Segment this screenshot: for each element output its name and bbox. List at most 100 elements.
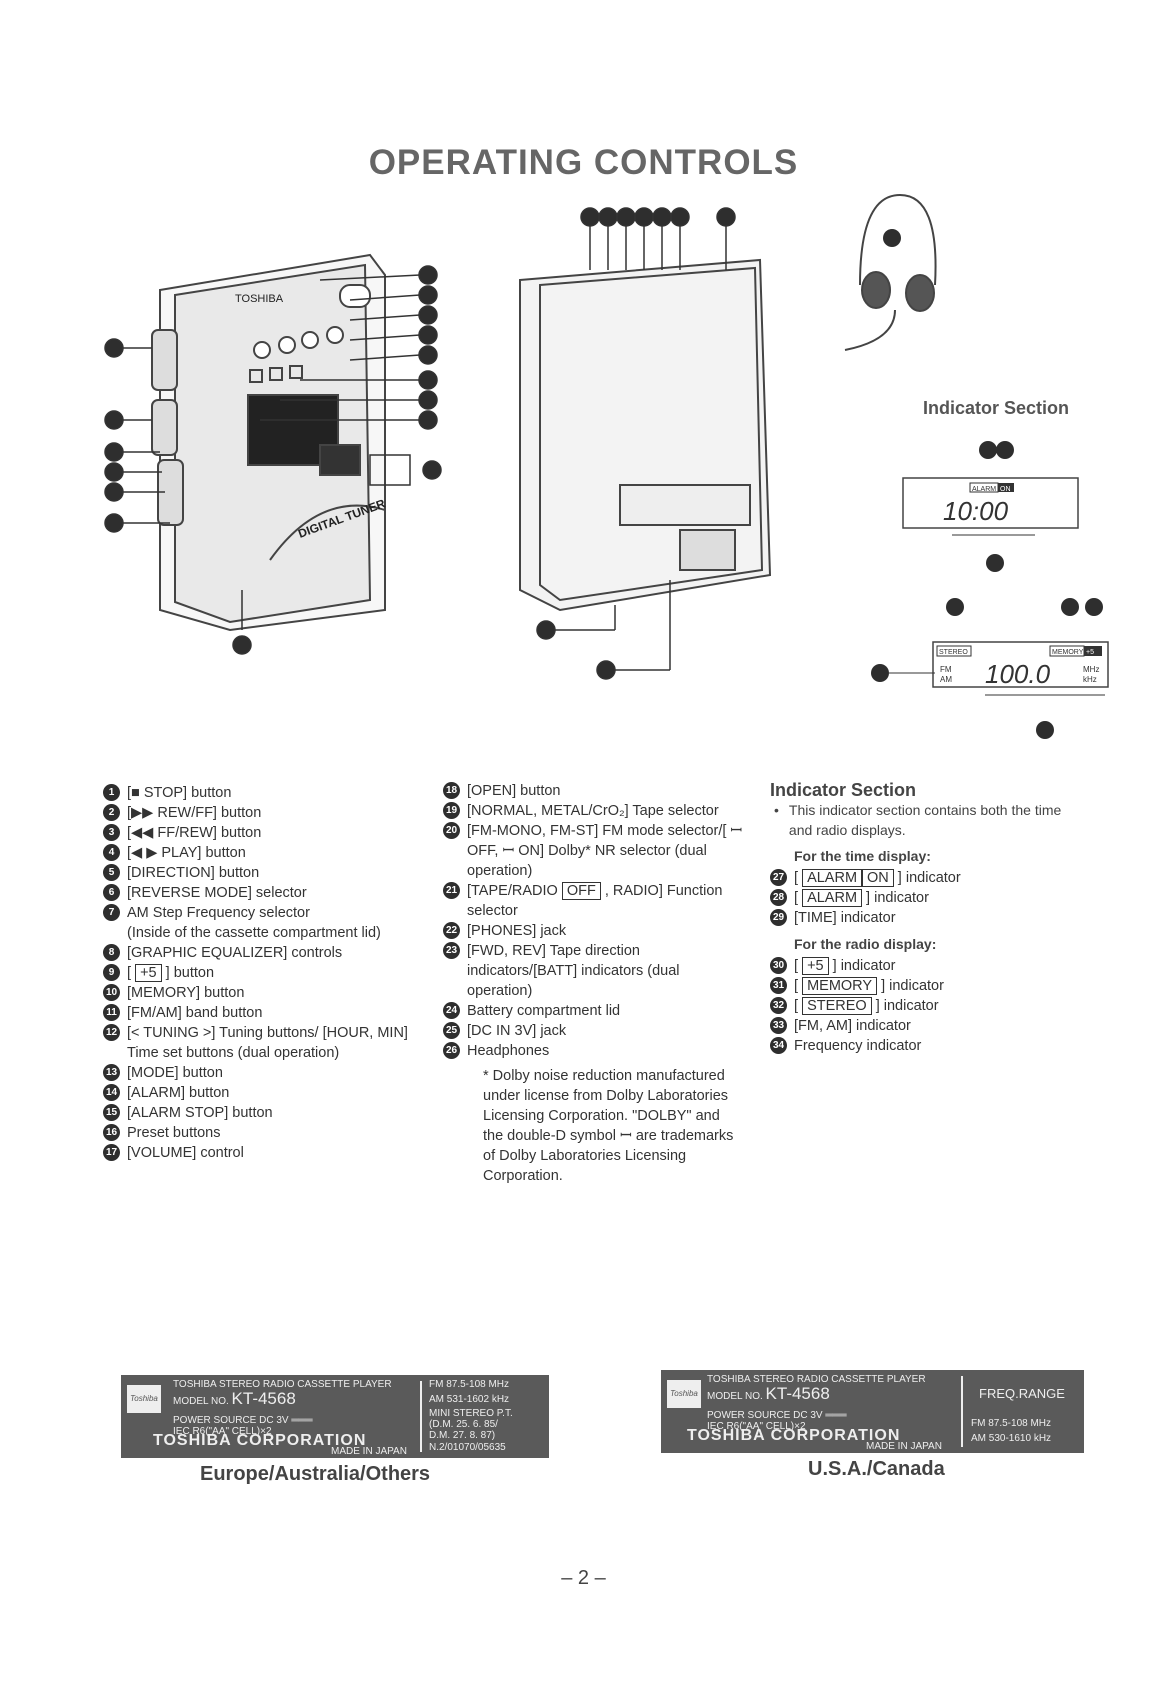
item-label: [◀ ▶ PLAY] button (127, 845, 246, 861)
indicator-title: Indicator Section (770, 780, 917, 800)
item-number-badge: 26 (443, 1042, 460, 1059)
item-number-badge: 2 (103, 804, 120, 821)
svg-text:STEREO: STEREO (939, 649, 968, 656)
svg-text:MHz: MHz (1083, 665, 1099, 674)
item-number-badge: 11 (103, 1004, 120, 1021)
item-label: [FM/AM] band button (127, 1005, 263, 1021)
item-number-badge: 22 (443, 922, 460, 939)
item-number-badge: 29 (770, 909, 787, 926)
item-label: [< TUNING >] Tuning buttons/ [HOUR, MIN]… (127, 1025, 408, 1061)
item-number-badge: 19 (443, 802, 460, 819)
item-number-badge: 24 (443, 1002, 460, 1019)
list-item: 6[REVERSE MODE] selector (103, 883, 413, 903)
time-display (902, 477, 1079, 529)
svg-text:AM: AM (940, 675, 952, 684)
list-item: 21 [TAPE/RADIO OFF , RADIO] Function sele… (443, 881, 748, 921)
item-label: [◀◀ FF/REW] button (127, 825, 262, 841)
list-item: 8 [GRAPHIC EQUALIZER] controls (103, 943, 413, 963)
front-device (151, 253, 386, 632)
indicator-section-label: Indicator Section (923, 398, 1069, 418)
list-item: 31[ MEMORY ] indicator (770, 976, 1080, 996)
item-number-badge: 28 (770, 889, 787, 906)
item-number-badge: 17 (103, 1144, 120, 1161)
list-item: 23[FWD, REV] Tape direction indicators/[… (443, 941, 748, 1001)
item-label: [ALARM] button (127, 1085, 230, 1101)
item-number-badge: 33 (770, 1017, 787, 1034)
item-number-badge: 7 (103, 904, 120, 921)
item-number-badge: 21 (443, 882, 460, 899)
list-item: 16 Preset buttons (103, 1123, 413, 1143)
item-number-badge: 34 (770, 1037, 787, 1054)
item-number-badge: 13 (103, 1064, 120, 1081)
item-number-badge: 12 (103, 1024, 120, 1041)
dolby-note: * Dolby noise reduction manufactured und… (483, 1068, 734, 1184)
item-label: [ALARM STOP] button (127, 1105, 273, 1121)
item-number-badge: 16 (103, 1124, 120, 1141)
list-item: 32 [ STEREO ] indicator (770, 996, 1080, 1016)
back-callouts (536, 207, 736, 680)
list-item: 25[DC IN 3V] jack (443, 1021, 748, 1041)
device-brand: TOSHIBA (235, 293, 284, 305)
svg-text:kHz: kHz (1083, 675, 1097, 684)
item-label: [▶▶ REW/FF] button (127, 805, 262, 821)
item-number-badge: 15 (103, 1104, 120, 1121)
item-label: [DC IN 3V] jack (467, 1023, 567, 1039)
item-label: [MEMORY] button (127, 985, 245, 1001)
item-label: [ +5 ] button (127, 964, 215, 982)
item-number-badge: 14 (103, 1084, 120, 1101)
indicator-intro: •This indicator section contains both th… (774, 802, 1062, 838)
item-label: [GRAPHIC EQUALIZER] controls (127, 945, 343, 961)
item-number-badge: 3 (103, 824, 120, 841)
item-label: [TIME] indicator (794, 910, 896, 926)
list-item: 12 [< TUNING >] Tuning buttons/ [HOUR, MI… (103, 1023, 413, 1063)
callout-26 (883, 229, 901, 247)
item-label: [TAPE/RADIO OFF , RADIO] Function select… (467, 882, 723, 919)
svg-text:ON: ON (1000, 486, 1011, 493)
list-item: 4 [◀ ▶ PLAY] button (103, 843, 413, 863)
item-label: [OPEN] button (467, 783, 561, 799)
item-label: [ +5 ] indicator (794, 957, 896, 975)
page-number: – 2 – (561, 1567, 606, 1589)
item-number-badge: 32 (770, 997, 787, 1014)
item-number-badge: 20 (443, 822, 460, 839)
item-number-badge: 4 (103, 844, 120, 861)
list-item: 1[■ STOP] button (103, 783, 413, 803)
item-label: [NORMAL, METAL/CrO₂] Tape selector (467, 803, 719, 819)
item-label: [MODE] button (127, 1065, 223, 1081)
list-item: 15 [ALARM STOP] button (103, 1103, 413, 1123)
list-item: 5 [DIRECTION] button (103, 863, 413, 883)
list-item: 17 [VOLUME] control (103, 1143, 413, 1163)
item-label: [VOLUME] control (127, 1145, 244, 1161)
list-item: 10[MEMORY] button (103, 983, 413, 1003)
indicator-list: Indicator Section •This indicator sectio… (770, 780, 1080, 1056)
svg-text:ALARM: ALARM (972, 486, 996, 493)
list-item: 11 [FM/AM] band button (103, 1003, 413, 1023)
svg-text:FM: FM (940, 665, 952, 674)
time-readout: 10:00 (943, 496, 1009, 526)
list-item: 33[FM, AM] indicator (770, 1016, 1080, 1036)
item-number-badge: 31 (770, 977, 787, 994)
caption-europe: Europe/Australia/Others (200, 1463, 431, 1485)
list-item: 28 [ ALARM ] indicator (770, 888, 1080, 908)
item-label: [PHONES] jack (467, 923, 567, 939)
item-number-badge: 18 (443, 782, 460, 799)
time-display-head: For the time display: (794, 848, 931, 864)
item-label: Headphones (467, 1043, 550, 1059)
item-label: [ STEREO ] indicator (794, 997, 939, 1015)
list-item: 20[FM-MONO, FM-ST] FM mode selector/[ ꟷ … (443, 821, 748, 881)
svg-text:MEMORY: MEMORY (1052, 649, 1084, 656)
right-callouts (260, 265, 442, 486)
item-number-badge: 5 (103, 864, 120, 881)
list-item: 18 [OPEN] button (443, 781, 748, 801)
item-label: Preset buttons (127, 1125, 221, 1141)
item-label: [ ALARM ] indicator (794, 889, 929, 907)
list-item: 3 [◀◀ FF/REW] button (103, 823, 413, 843)
item-number-badge: 30 (770, 957, 787, 974)
item-label: [DIRECTION] button (127, 865, 260, 881)
toshiba-logo: Toshiba (667, 1380, 701, 1408)
item-number-badge: 8 (103, 944, 120, 961)
